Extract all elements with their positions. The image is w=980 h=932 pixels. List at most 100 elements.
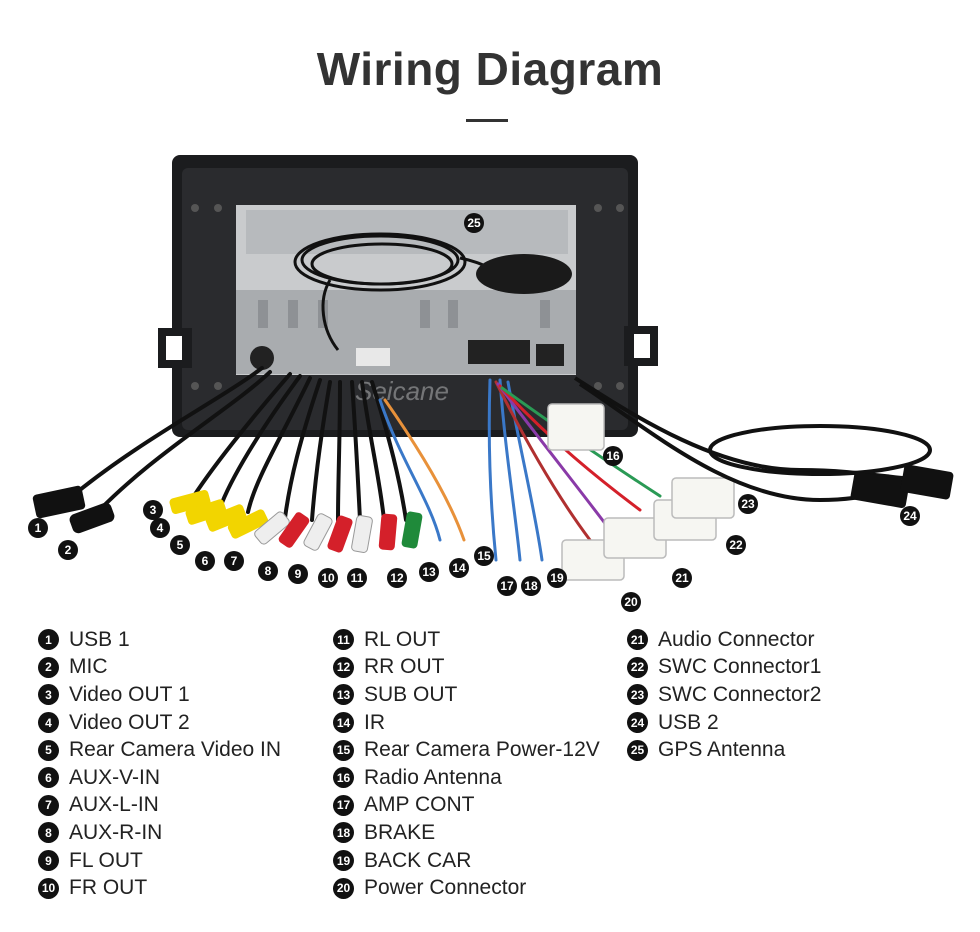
svg-text:22: 22: [729, 538, 743, 552]
callout-12: 12: [387, 568, 407, 588]
svg-text:4: 4: [157, 521, 164, 535]
callout-11: 11: [347, 568, 367, 588]
svg-text:18: 18: [524, 579, 538, 593]
number-badge: 2: [38, 656, 59, 678]
svg-text:3: 3: [150, 503, 157, 517]
number-badge: 9: [38, 850, 59, 872]
svg-text:13: 13: [422, 565, 436, 579]
legend-label: AUX-V-IN: [69, 765, 161, 789]
number-badge: 8: [38, 822, 59, 844]
callout-10: 10: [318, 568, 338, 588]
svg-text:10: 10: [321, 571, 335, 585]
number-badge: 13: [333, 684, 354, 706]
callout-18: 18: [521, 576, 541, 596]
legend-item: 2 MIC: [38, 654, 281, 682]
legend-label: Rear Camera Power-12V: [364, 738, 600, 762]
svg-text:17: 17: [500, 579, 514, 593]
legend-item: 8 AUX-R-IN: [38, 819, 281, 847]
legend-item: 15 Rear Camera Power-12V: [333, 736, 600, 764]
svg-text:25: 25: [467, 216, 481, 230]
legend-item: 16 Radio Antenna: [333, 764, 600, 792]
cable-bundle-left: [68, 366, 408, 522]
callout-9: 9: [288, 564, 308, 584]
head-unit: [158, 155, 658, 437]
svg-text:7: 7: [231, 554, 238, 568]
number-badge: 4: [38, 712, 59, 734]
legend-label: AUX-R-IN: [69, 820, 163, 844]
legend-label: BRAKE: [364, 820, 436, 844]
number-badge: 20: [333, 877, 354, 899]
signal-wires: [378, 378, 662, 562]
svg-text:24: 24: [903, 509, 917, 523]
gps-puck: [476, 254, 572, 294]
svg-text:8: 8: [265, 564, 272, 578]
legend-label: Video OUT 1: [69, 682, 190, 706]
legend-item: 11 RL OUT: [333, 626, 600, 654]
number-badge: 17: [333, 794, 354, 816]
wiring-diagram-illustration: Seicane: [28, 155, 954, 612]
legend-item: 1 USB 1: [38, 626, 281, 654]
svg-text:9: 9: [295, 567, 302, 581]
svg-text:12: 12: [390, 571, 404, 585]
wire-harness-connectors: [547, 403, 735, 581]
legend-label: Video OUT 2: [69, 710, 190, 734]
legend-item: 13 SUB OUT: [333, 681, 600, 709]
legend-label: RR OUT: [364, 655, 445, 679]
svg-text:2: 2: [65, 543, 72, 557]
callout-16: 16: [603, 446, 623, 466]
legend-label: AMP CONT: [364, 793, 475, 817]
number-badge: 18: [333, 822, 354, 844]
number-badge: 5: [38, 739, 59, 761]
legend-item: 12 RR OUT: [333, 654, 600, 682]
title-underline: [466, 119, 508, 122]
usb2-plug-b: [900, 464, 954, 500]
callout-7: 7: [224, 551, 244, 571]
legend-label: MIC: [69, 655, 108, 679]
svg-text:21: 21: [675, 571, 689, 585]
watermark: Seicane: [355, 376, 449, 406]
svg-text:11: 11: [351, 571, 364, 585]
legend-label: RL OUT: [364, 627, 441, 651]
svg-text:20: 20: [624, 595, 638, 609]
callouts: 1 2 3 4 5 6 7 8 9 10 11 12 13 14 15 16 1…: [28, 213, 920, 612]
number-badge: 1: [38, 629, 59, 651]
callout-5: 5: [170, 535, 190, 555]
legend-label: IR: [364, 710, 385, 734]
number-badge: 16: [333, 767, 354, 789]
svg-text:19: 19: [550, 571, 564, 585]
callout-13: 13: [419, 562, 439, 582]
callout-24: 24: [900, 506, 920, 526]
legend-item: 18 BRAKE: [333, 819, 600, 847]
number-badge: 25: [627, 739, 648, 761]
legend-label: FR OUT: [69, 876, 148, 900]
legend-label: SUB OUT: [364, 682, 458, 706]
callout-3: 3: [143, 500, 163, 520]
legend-label: USB 1: [69, 627, 130, 651]
legend-label: BACK CAR: [364, 848, 472, 872]
number-badge: 7: [38, 794, 59, 816]
callout-8: 8: [258, 561, 278, 581]
legend-item: 14 IR: [333, 709, 600, 737]
legend-label: Radio Antenna: [364, 765, 502, 789]
number-badge: 11: [333, 629, 354, 651]
legend-label: Audio Connector: [658, 627, 815, 651]
callout-20: 20: [621, 592, 641, 612]
legend-item: 4 Video OUT 2: [38, 709, 281, 737]
number-badge: 15: [333, 739, 354, 761]
callout-19: 19: [547, 568, 567, 588]
number-badge: 14: [333, 712, 354, 734]
number-badge: 12: [333, 656, 354, 678]
